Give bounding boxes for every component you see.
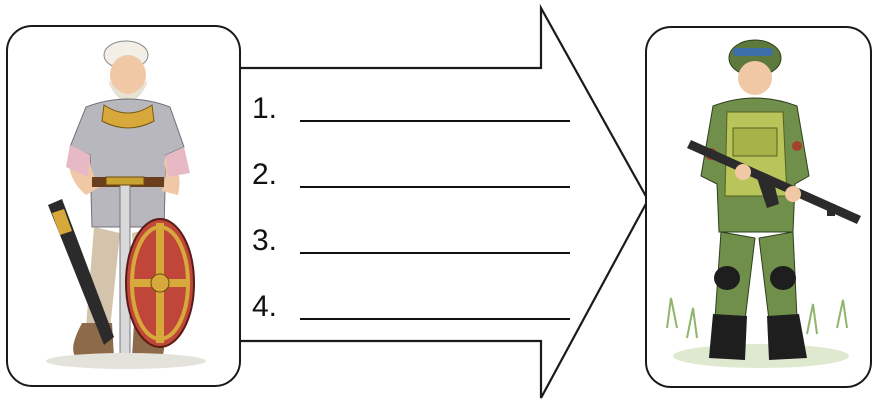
modern-soldier-image xyxy=(647,28,872,388)
blank-line[interactable] xyxy=(300,318,570,320)
line-number: 3. xyxy=(252,226,277,256)
blank-line[interactable] xyxy=(300,186,570,188)
line-number: 2. xyxy=(252,160,277,190)
blank-line[interactable] xyxy=(300,252,570,254)
medieval-warrior-card xyxy=(6,25,241,387)
modern-soldier-card xyxy=(645,26,872,388)
line-number: 4. xyxy=(252,292,277,322)
line-number: 1. xyxy=(252,94,277,124)
medieval-warrior-image xyxy=(8,27,241,387)
blank-line[interactable] xyxy=(300,120,570,122)
